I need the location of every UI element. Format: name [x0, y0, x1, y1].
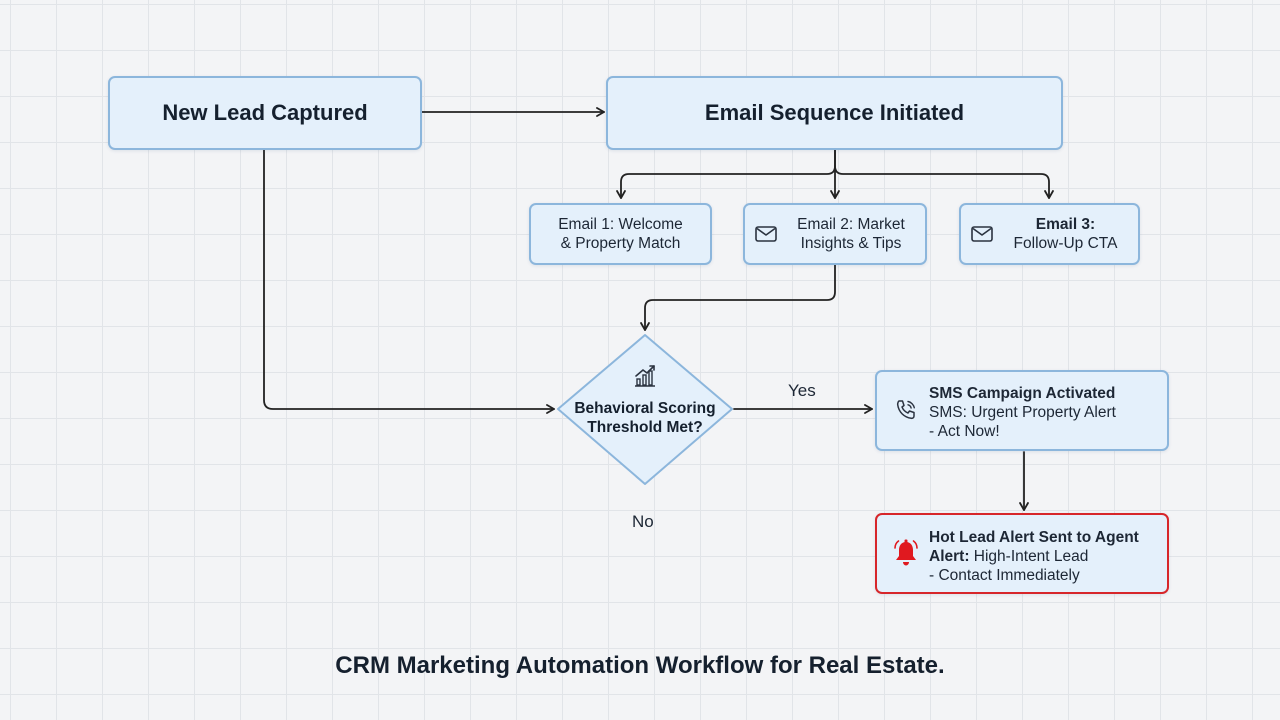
edge-newlead-to-decision	[263, 149, 555, 414]
email2-line1: Email 2: Market	[797, 216, 905, 233]
email3-line1: Email 3:	[1035, 216, 1096, 233]
edge-sequence-to-email1	[616, 149, 836, 199]
sms-title: SMS Campaign Activated	[929, 385, 1116, 402]
hot-lead-title: Hot Lead Alert Sent to Agent	[929, 529, 1139, 546]
sms-campaign-node[interactable]: SMS Campaign Activated SMS: Urgent Prope…	[875, 370, 1169, 451]
phone-icon	[891, 398, 921, 422]
chart-icon	[632, 362, 658, 388]
email3-line2: Follow-Up CTA	[1013, 235, 1118, 252]
hot-lead-line2-rest: High-Intent Lead	[969, 548, 1089, 565]
decision-diamond	[557, 334, 733, 485]
email-sequence-label: Email Sequence Initiated	[704, 100, 965, 125]
email2-line2: Insights & Tips	[800, 235, 902, 252]
email3-node[interactable]: Email 3: Follow-Up CTA	[959, 203, 1140, 265]
hot-lead-line2: Alert: High-Intent Lead	[929, 547, 1139, 566]
edge-sequence-to-email3	[834, 165, 1054, 199]
sms-line2: SMS: Urgent Property Alert	[929, 404, 1116, 421]
yes-label: Yes	[788, 381, 816, 400]
decision-line2: Threshold Met?	[587, 419, 703, 436]
hot-lead-alert-node[interactable]: Hot Lead Alert Sent to Agent Alert: High…	[875, 513, 1169, 594]
hot-lead-line3: - Contact Immediately	[929, 567, 1080, 584]
hot-lead-line2-prefix: Alert:	[929, 548, 970, 565]
email-sequence-node[interactable]: Email Sequence Initiated	[606, 76, 1063, 150]
new-lead-node[interactable]: New Lead Captured	[108, 76, 422, 150]
decision-label[interactable]: Behavioral Scoring Threshold Met?	[560, 399, 730, 437]
no-label: No	[632, 512, 654, 531]
new-lead-label: New Lead Captured	[162, 100, 368, 125]
diagram-caption: CRM Marketing Automation Workflow for Re…	[335, 652, 945, 679]
mail-icon	[755, 226, 777, 242]
email1-line1: Email 1: Welcome	[558, 216, 683, 233]
decision-line1: Behavioral Scoring	[574, 400, 716, 417]
sms-line3: - Act Now!	[929, 423, 1000, 440]
bell-icon	[891, 538, 921, 568]
email1-line2: & Property Match	[560, 235, 681, 252]
mail-icon	[971, 226, 993, 242]
email1-node[interactable]: Email 1: Welcome & Property Match	[529, 203, 712, 265]
email2-node[interactable]: Email 2: Market Insights & Tips	[743, 203, 927, 265]
edge-email2-to-decision	[640, 263, 836, 331]
